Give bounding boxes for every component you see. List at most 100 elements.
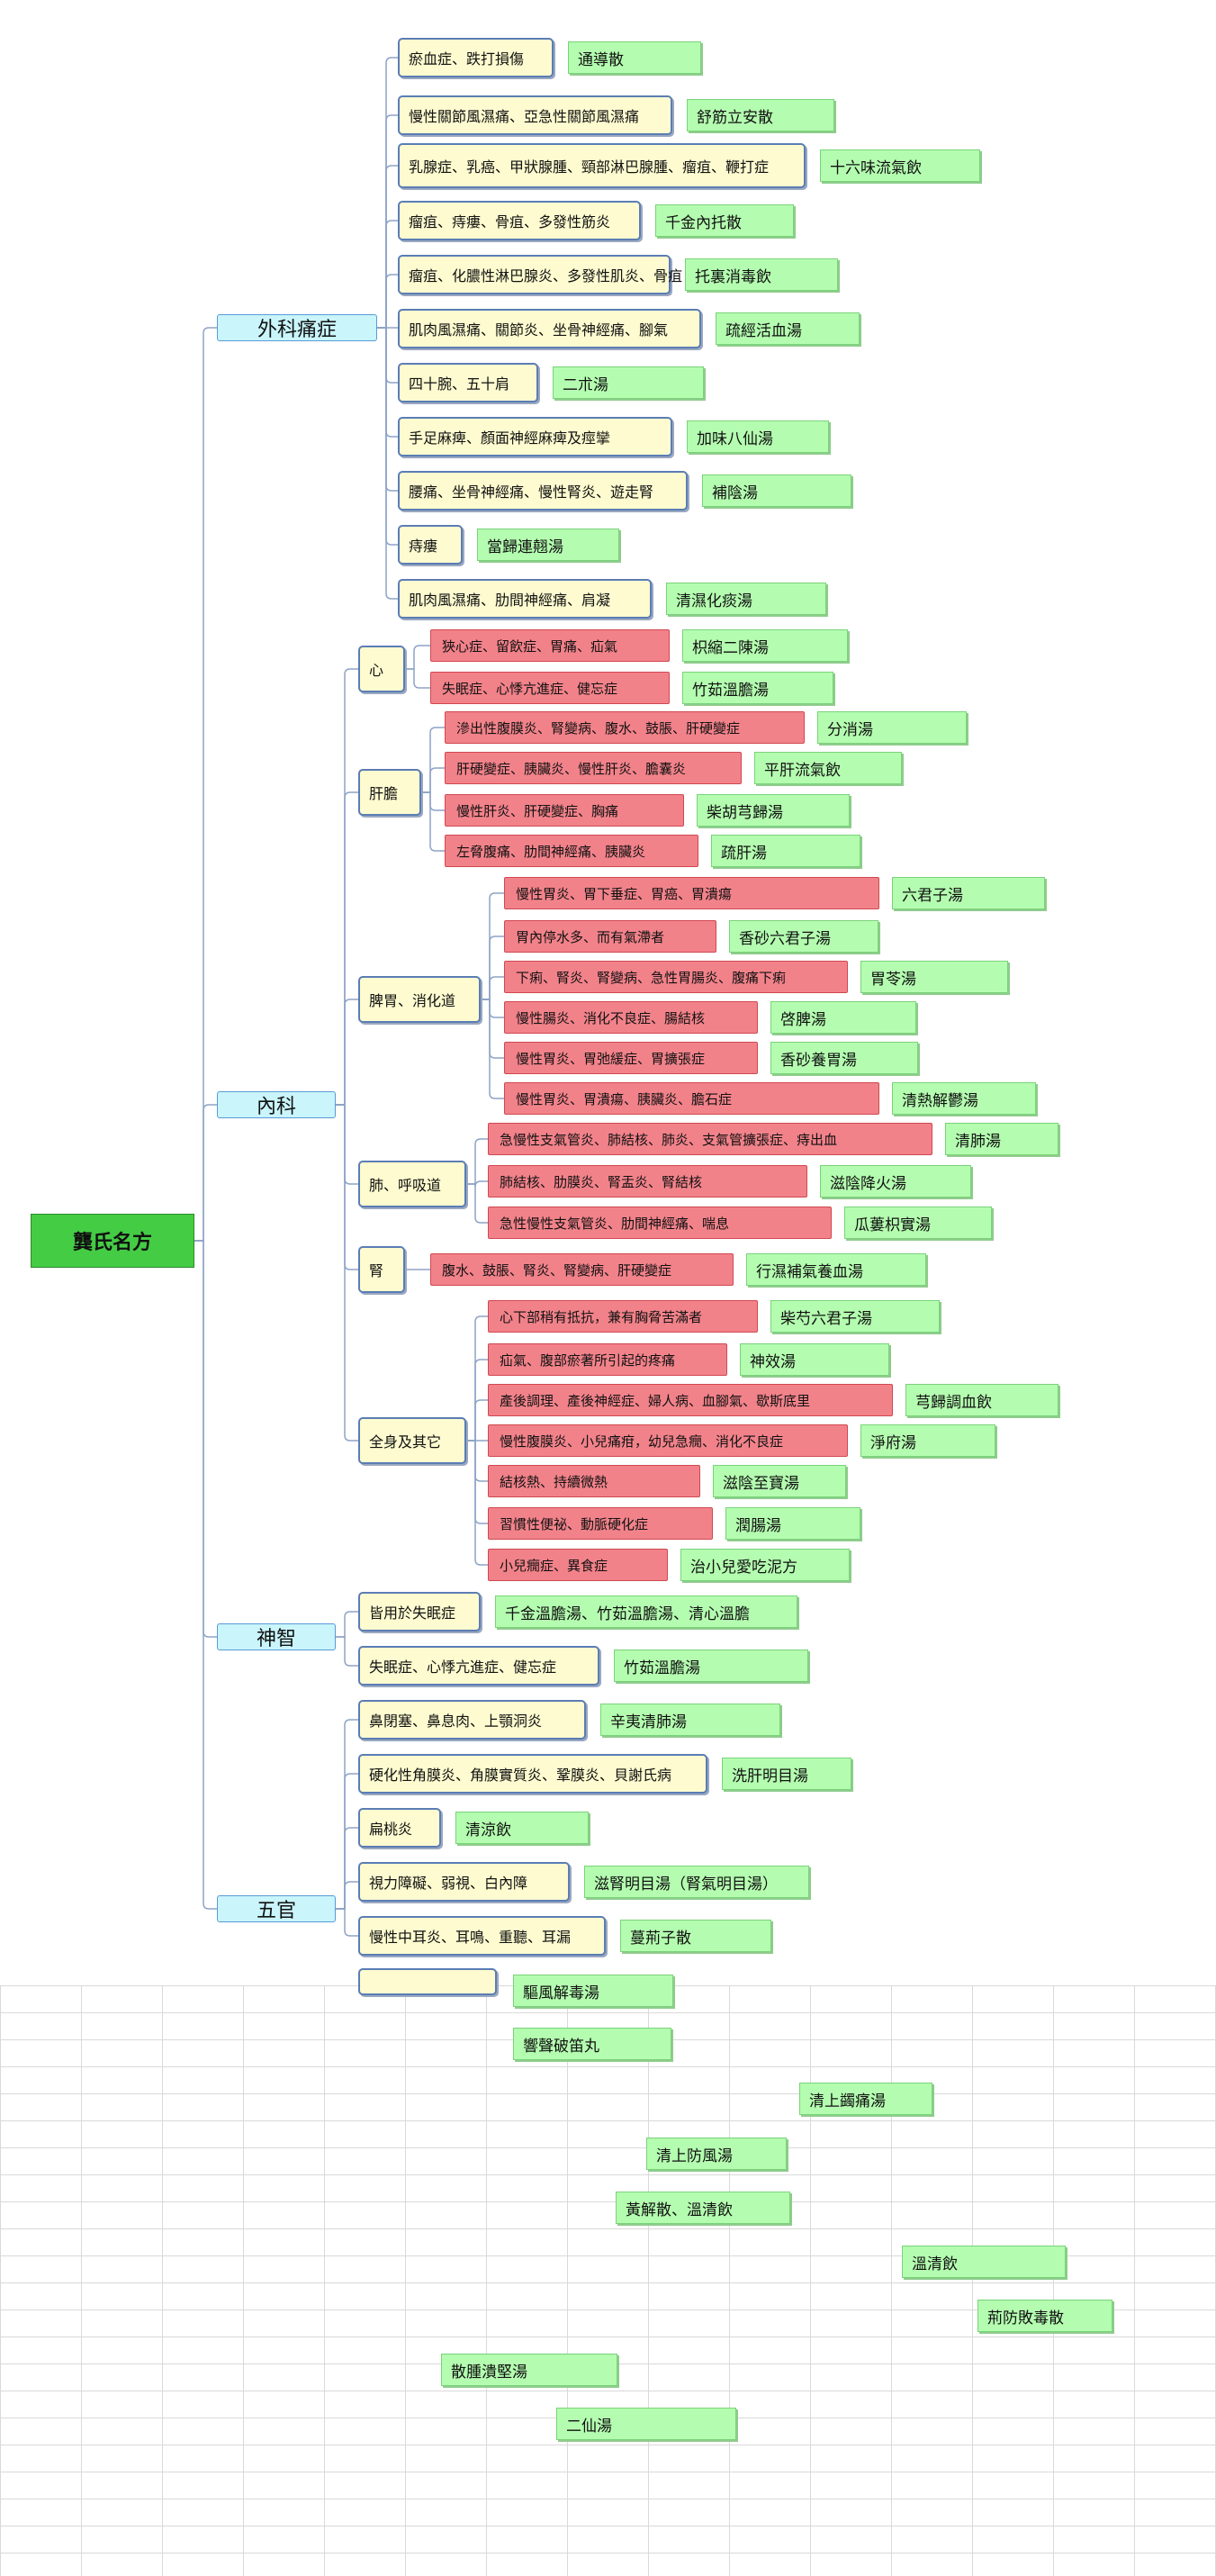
disease-node[interactable]: 瘤疽、化膿性淋巴腺炎、多發性肌炎、骨疽 (398, 255, 682, 294)
remedy-node[interactable]: 驅風解毒湯 (513, 1975, 673, 2007)
disease-node[interactable]: 慢性胃炎、胃潰瘍、胰臟炎、膽石症 (504, 1082, 879, 1115)
remedy-node[interactable]: 行濕補氣養血湯 (746, 1253, 926, 1286)
disease-node[interactable]: 狹心症、留飲症、胃痛、疝氣 (430, 629, 670, 662)
remedy-node[interactable]: 柴芍六君子湯 (770, 1300, 940, 1333)
remedy-node[interactable]: 千金內托散 (655, 204, 794, 237)
remedy-node[interactable]: 通導散 (568, 41, 701, 74)
organ-group-node[interactable]: 心 (358, 646, 405, 692)
disease-node[interactable]: 習慣性便祕、動脈硬化症 (488, 1507, 713, 1540)
remedy-node[interactable]: 洗肝明目湯 (722, 1758, 851, 1790)
remedy-node[interactable]: 二仙湯 (556, 2408, 736, 2440)
root-node[interactable]: 龔氏名方 (31, 1214, 194, 1268)
disease-node[interactable]: 滲出性腹膜炎、腎變病、腹水、鼓脹、肝硬變症 (445, 711, 805, 744)
remedy-node[interactable]: 六君子湯 (892, 877, 1045, 909)
disease-node[interactable]: 硬化性角膜炎、角膜實質炎、鞏膜炎、貝謝氏病 (358, 1754, 707, 1794)
remedy-node[interactable]: 芎歸調血飲 (905, 1384, 1058, 1416)
remedy-node[interactable]: 枳縮二陳湯 (682, 629, 848, 662)
disease-node[interactable]: 慢性胃炎、胃弛緩症、胃擴張症 (504, 1042, 758, 1074)
remedy-node[interactable]: 竹茹溫膽湯 (614, 1650, 808, 1682)
disease-node[interactable]: 心下部稍有抵抗，兼有胸脅苦滿者 (488, 1300, 758, 1333)
remedy-node[interactable]: 瓜蔞枳實湯 (844, 1207, 992, 1239)
disease-node[interactable]: 急慢性支氣管炎、肺結核、肺炎、支氣管擴張症、痔出血 (488, 1123, 932, 1155)
remedy-node[interactable]: 補陰湯 (702, 475, 851, 507)
remedy-node[interactable]: 分消湯 (817, 711, 967, 744)
disease-node[interactable]: 肺結核、肋膜炎、腎盂炎、腎結核 (488, 1165, 807, 1198)
disease-node[interactable]: 慢性關節風濕痛、亞急性關節風濕痛 (398, 95, 672, 135)
organ-group-node[interactable]: 肺、呼吸道 (358, 1161, 466, 1207)
disease-node[interactable]: 乳腺症、乳癌、甲狀腺腫、頸部淋巴腺腫、瘤疽、鞭打症 (398, 143, 806, 188)
remedy-node[interactable]: 辛夷清肺湯 (600, 1704, 780, 1736)
remedy-node[interactable]: 治小兒愛吃泥方 (680, 1549, 850, 1581)
remedy-node[interactable]: 胃苓湯 (860, 961, 1008, 993)
remedy-node[interactable]: 蔓荊子散 (620, 1920, 771, 1952)
remedy-node[interactable]: 啓脾湯 (770, 1001, 916, 1034)
disease-node[interactable]: 慢性腹膜炎、小兒痛疳，幼兒急癇、消化不良症 (488, 1424, 848, 1457)
disease-node[interactable]: 扁桃炎 (358, 1808, 441, 1848)
remedy-node[interactable]: 二朮湯 (553, 366, 704, 399)
remedy-node[interactable]: 竹茹溫膽湯 (682, 672, 833, 704)
remedy-node[interactable]: 清濕化痰湯 (666, 583, 826, 615)
disease-node[interactable]: 瘤疽、痔瘻、骨疽、多發性筋炎 (398, 201, 641, 240)
remedy-node[interactable]: 荊防敗毒散 (977, 2300, 1112, 2332)
remedy-node[interactable]: 散腫潰堅湯 (441, 2354, 617, 2386)
remedy-node[interactable]: 清上防風湯 (646, 2138, 787, 2170)
remedy-node[interactable]: 疏經活血湯 (716, 312, 860, 345)
remedy-node[interactable]: 清肺湯 (945, 1123, 1058, 1155)
disease-node[interactable]: 視力障礙、弱視、白內障 (358, 1862, 570, 1902)
disease-node[interactable]: 慢性中耳炎、耳鳴、重聽、耳漏 (358, 1916, 606, 1956)
disease-node[interactable]: 腹水、鼓脹、腎炎、腎變病、肝硬變症 (430, 1253, 734, 1286)
disease-node[interactable]: 小兒癇症、異食症 (488, 1549, 668, 1581)
organ-group-node[interactable]: 腎 (358, 1246, 405, 1293)
disease-node[interactable]: 肌肉風濕痛、肋間神經痛、肩凝 (398, 579, 652, 619)
disease-node[interactable]: 瘀血症、跌打損傷 (398, 38, 554, 77)
category-node[interactable]: 外科痛症 (217, 314, 377, 341)
remedy-node[interactable]: 柴胡芎歸湯 (697, 794, 850, 827)
organ-group-node[interactable]: 脾胃、消化道 (358, 976, 481, 1023)
remedy-node[interactable]: 香砂養胃湯 (770, 1042, 918, 1074)
remedy-node[interactable]: 滋陰至寶湯 (713, 1465, 846, 1497)
disease-node[interactable]: 慢性肝炎、肝硬變症、胸痛 (445, 794, 684, 827)
remedy-node[interactable]: 加味八仙湯 (687, 420, 829, 453)
remedy-node[interactable]: 清上蠲痛湯 (799, 2083, 932, 2115)
disease-node[interactable]: 皆用於失眠症 (358, 1592, 481, 1631)
remedy-node[interactable]: 托裏消毒飲 (685, 258, 838, 291)
remedy-node[interactable]: 溫清飲 (902, 2246, 1066, 2278)
disease-node[interactable]: 急性慢性支氣管炎、肋間神經痛、喘息 (488, 1207, 832, 1239)
remedy-node[interactable]: 千金溫膽湯、竹茹溫膽湯、清心溫膽 (495, 1595, 797, 1628)
remedy-node[interactable]: 舒筋立安散 (687, 99, 834, 131)
disease-node[interactable]: 疝氣、腹部瘀著所引起的疼痛 (488, 1343, 727, 1376)
organ-group-node[interactable]: 肝膽 (358, 769, 421, 816)
disease-node[interactable]: 痔瘻 (398, 525, 463, 565)
disease-node[interactable]: 失眠症、心悸亢進症、健忘症 (358, 1646, 599, 1686)
remedy-node[interactable]: 滋陰降火湯 (820, 1165, 971, 1198)
disease-node[interactable]: 左脅腹痛、肋間神經痛、胰臟炎 (445, 835, 698, 867)
disease-node[interactable]: 胃內停水多、而有氣滯者 (504, 920, 716, 953)
category-node[interactable]: 五官 (217, 1895, 336, 1922)
remedy-node[interactable]: 十六味流氣飲 (820, 149, 980, 182)
remedy-node[interactable]: 響聲破笛丸 (513, 2028, 671, 2060)
remedy-node[interactable]: 黃解散、溫清飲 (616, 2192, 790, 2224)
disease-node[interactable]: 失眠症、心悸亢進症、健忘症 (430, 672, 670, 704)
category-node[interactable]: 內科 (217, 1091, 336, 1118)
remedy-node[interactable]: 當歸連翹湯 (477, 529, 619, 561)
remedy-node[interactable]: 清涼飲 (455, 1812, 589, 1844)
disease-node[interactable]: 手足麻痺、顏面神經麻痺及痙攣 (398, 417, 672, 456)
remedy-node[interactable]: 神效湯 (740, 1343, 889, 1376)
disease-node[interactable]: 下痢、腎炎、腎變病、急性胃腸炎、腹痛下痢 (504, 961, 848, 993)
remedy-node[interactable]: 潤腸湯 (725, 1507, 860, 1540)
remedy-node[interactable]: 疏肝湯 (711, 835, 860, 867)
remedy-node[interactable]: 滋腎明目湯（腎氣明目湯） (584, 1866, 809, 1898)
remedy-node[interactable]: 香砂六君子湯 (729, 920, 878, 953)
remedy-node[interactable]: 淨府湯 (860, 1424, 995, 1457)
disease-node[interactable]: 鼻閉塞、鼻息肉、上顎洞炎 (358, 1700, 586, 1740)
disease-node[interactable]: 結核熱、持續微熱 (488, 1465, 700, 1497)
disease-node[interactable]: 四十腕、五十肩 (398, 363, 538, 402)
disease-node[interactable]: 腰痛、坐骨神經痛、慢性腎炎、遊走腎 (398, 471, 688, 511)
remedy-node[interactable]: 平肝流氣飲 (754, 752, 902, 784)
disease-node[interactable]: 肝硬變症、胰臟炎、慢性肝炎、膽囊炎 (445, 752, 742, 784)
category-node[interactable]: 神智 (217, 1623, 336, 1650)
remedy-node[interactable]: 清熱解鬱湯 (892, 1082, 1036, 1115)
disease-node[interactable]: 慢性胃炎、胃下垂症、胃癌、胃潰瘍 (504, 877, 879, 909)
disease-node[interactable]: 肌肉風濕痛、關節炎、坐骨神經痛、腳氣 (398, 309, 701, 348)
organ-group-node[interactable]: 全身及其它 (358, 1417, 466, 1464)
